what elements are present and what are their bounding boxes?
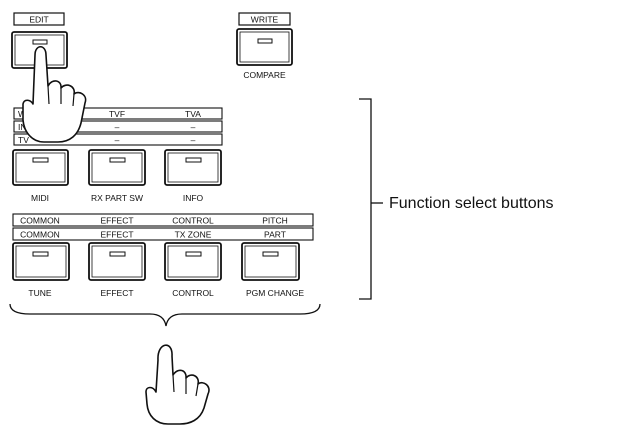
row1-strip2-cell1: IN (18, 122, 27, 132)
row1-strip2-cell3: – (191, 122, 196, 132)
compare-label: COMPARE (243, 70, 286, 80)
row1-strip3-cell2: – (115, 135, 120, 145)
write-button-group: WRITE COMPARE (236, 12, 293, 80)
row1-strip3-cell3: – (191, 135, 196, 145)
pointing-hand-icon (22, 45, 87, 143)
function-select-bracket (359, 98, 383, 300)
control-label: CONTROL (172, 288, 214, 298)
rx-part-sw-label: RX PART SW (91, 193, 143, 203)
info-button[interactable] (164, 149, 222, 186)
row1-strip1-cell2: TVF (109, 109, 125, 119)
row1-strip2-cell2: – (115, 122, 120, 132)
pointing-hand-bottom-icon (145, 344, 210, 425)
midi-label: MIDI (31, 193, 49, 203)
function-select-callout: Function select buttons (389, 195, 554, 212)
pgm-change-label: PGM CHANGE (246, 288, 304, 298)
write-button[interactable] (236, 28, 293, 66)
effect-label: EFFECT (100, 288, 133, 298)
row2-strip1-cell2: EFFECT (100, 216, 133, 226)
edit-label: EDIT (29, 15, 48, 25)
row1-strip1-cell1: W (18, 109, 26, 119)
row2-strip2-cell1: COMMON (20, 230, 60, 240)
row2-strip2-cell2: EFFECT (100, 230, 133, 240)
midi-button[interactable] (12, 149, 69, 186)
row1-group: W TVF TVA IN – – TV – – MIDI RX PART SW … (12, 107, 223, 203)
row1-strip3-cell1: TV (18, 135, 29, 145)
rx-part-sw-button[interactable] (88, 149, 146, 186)
row2-strip2-cell3: TX ZONE (175, 230, 212, 240)
row2-strip1-cell1: COMMON (20, 216, 60, 226)
info-label: INFO (183, 193, 204, 203)
row2-group: COMMON EFFECT CONTROL PITCH COMMON EFFEC… (12, 213, 314, 298)
row2-strip1-cell3: CONTROL (172, 216, 214, 226)
tune-button[interactable] (12, 242, 70, 281)
row2-strip2-cell4: PART (264, 230, 286, 240)
effect-button[interactable] (88, 242, 146, 281)
bottom-brace (9, 303, 321, 327)
pgm-change-button[interactable] (241, 242, 300, 281)
row2-strip1-cell4: PITCH (262, 216, 288, 226)
write-label: WRITE (251, 15, 279, 25)
control-button[interactable] (164, 242, 222, 281)
row1-strip1-cell3: TVA (185, 109, 201, 119)
tune-label: TUNE (28, 288, 51, 298)
